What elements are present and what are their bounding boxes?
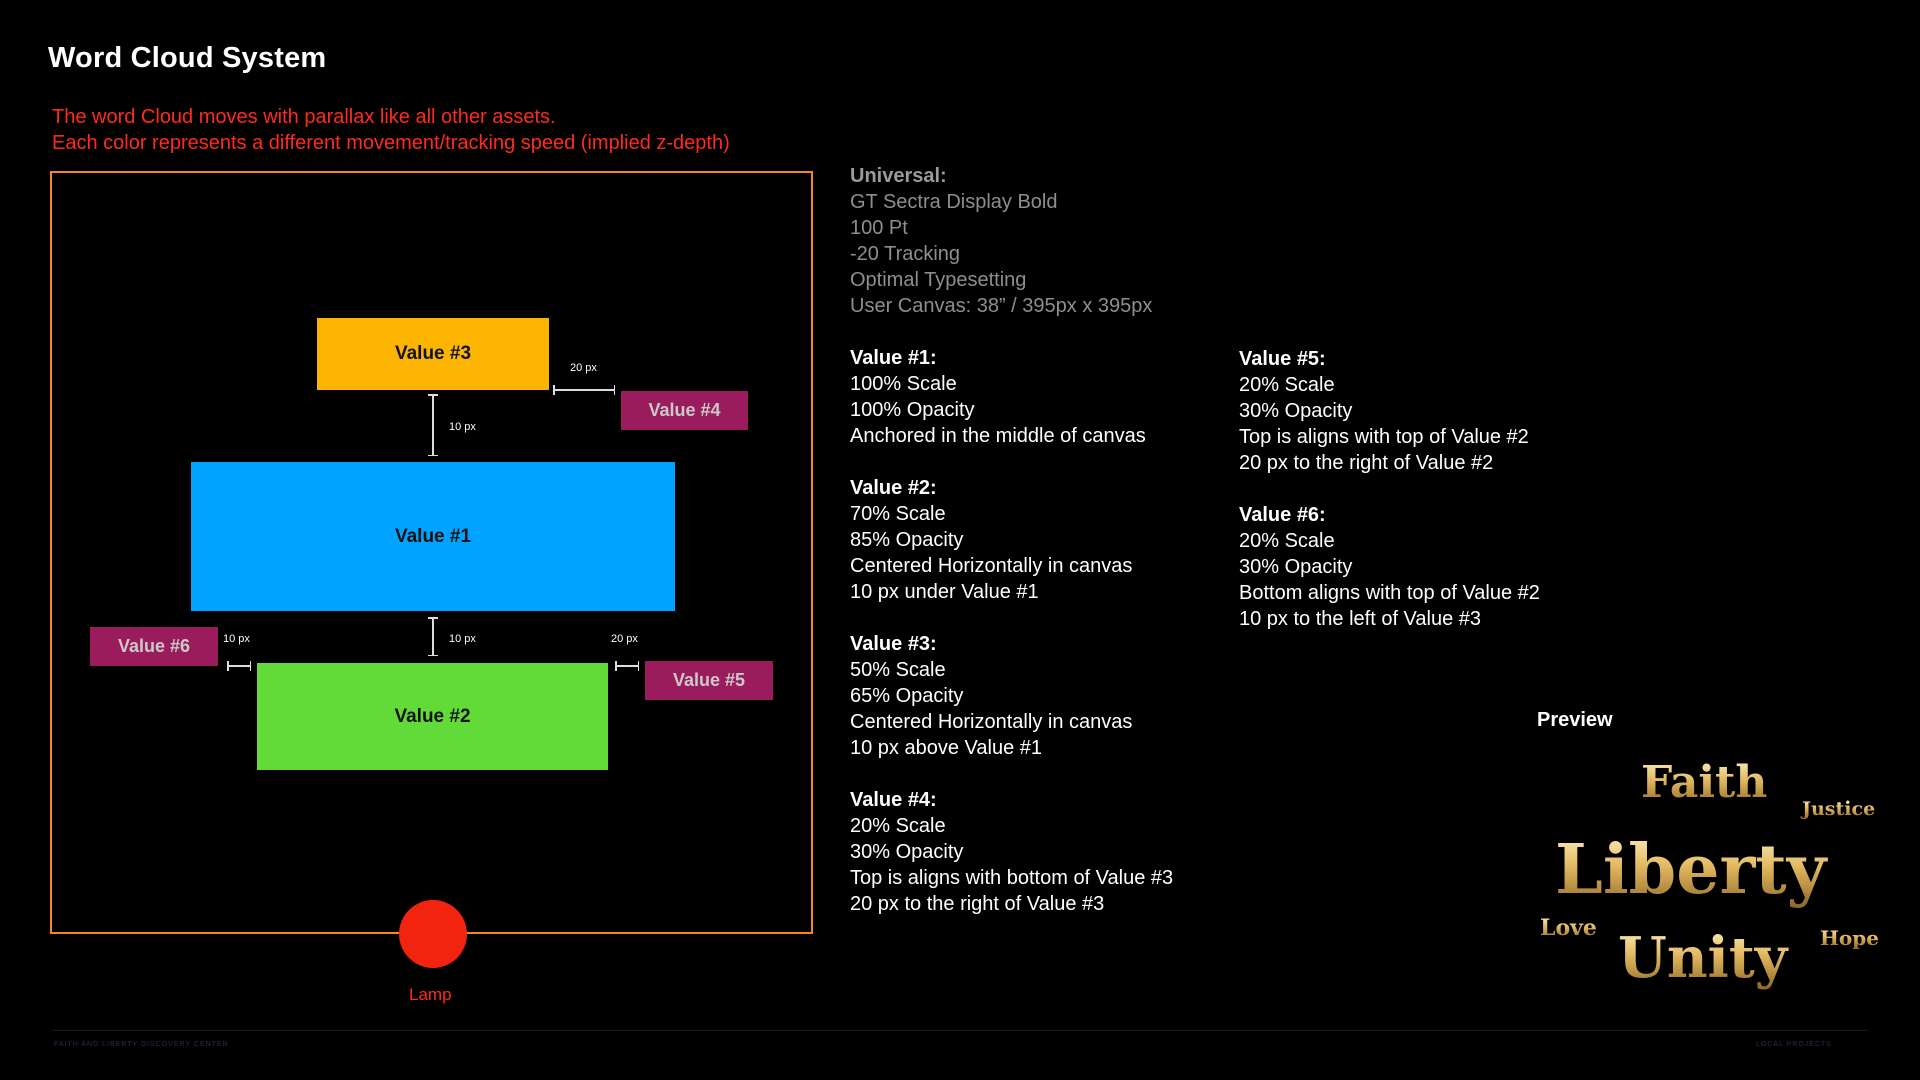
spec-line: 100 Pt <box>850 217 908 239</box>
spec-line: User Canvas: 38” / 395px x 395px <box>850 295 1153 317</box>
lamp-label: Lamp <box>409 985 452 1004</box>
dimension-v3-v4-line <box>553 386 615 394</box>
dimension-v3-v1-line <box>429 394 437 456</box>
spec-line: 20 px to the right of Value #2 <box>1239 452 1494 474</box>
spec-line: 10 px under Value #1 <box>850 581 1039 603</box>
dimension-v2-v5-label: 20 px <box>611 633 638 645</box>
value-6-label: Value #6 <box>117 636 191 656</box>
spec-line: 100% Scale <box>850 373 957 395</box>
spec-line: 100% Opacity <box>850 399 975 421</box>
spec-value-6-heading: Value #6: <box>1239 504 1326 526</box>
value-4-label: Value #4 <box>648 400 721 420</box>
spec-value-1: Value #1: 100% Scale 100% Opacity Anchor… <box>850 345 1146 449</box>
dimension-v1-v2-line <box>429 617 437 656</box>
value-3-box: Value #3 <box>317 318 549 390</box>
spec-line: 10 px above Value #1 <box>850 737 1043 759</box>
spec-line: Top is aligns with top of Value #2 <box>1239 426 1529 448</box>
spec-universal-heading: Universal: <box>850 165 947 187</box>
spec-value-5-heading: Value #5: <box>1239 348 1326 370</box>
value-2-box: Value #2 <box>257 663 608 770</box>
spec-line: 50% Scale <box>850 659 946 681</box>
spec-line: 30% Opacity <box>1239 400 1353 422</box>
value-1-label: Value #1 <box>394 525 472 547</box>
preview-word-justice: Justice <box>1800 798 1875 820</box>
dimension-v1-v2-label: 10 px <box>449 633 476 645</box>
spec-line: 20% Scale <box>1239 374 1335 396</box>
footer-left-text: FAITH AND LIBERTY DISCOVERY CENTER <box>54 1041 229 1048</box>
dimension-v6-v2-label: 10 px <box>223 633 250 645</box>
footer-right-text: LOCAL PROJECTS <box>1756 1041 1832 1048</box>
spec-line: 30% Opacity <box>850 841 964 863</box>
preview-word-faith: Faith <box>1641 757 1767 808</box>
spec-line: 20% Scale <box>850 815 946 837</box>
spec-value-3: Value #3: 50% Scale 65% Opacity Centered… <box>850 631 1132 761</box>
spec-value-4-heading: Value #4: <box>850 789 937 811</box>
spec-line: Anchored in the middle of canvas <box>850 425 1146 447</box>
spec-value-1-heading: Value #1: <box>850 347 937 369</box>
value-6-box: Value #6 <box>90 627 218 666</box>
spec-value-6: Value #6: 20% Scale 30% Opacity Bottom a… <box>1239 502 1540 632</box>
spec-line: GT Sectra Display Bold <box>850 191 1058 213</box>
spec-line: 20 px to the right of Value #3 <box>850 893 1105 915</box>
spec-line: 85% Opacity <box>850 529 964 551</box>
value-5-label: Value #5 <box>672 670 746 690</box>
preview-title: Preview <box>1537 709 1613 731</box>
value-1-box: Value #1 <box>191 462 675 611</box>
spec-value-5: Value #5: 20% Scale 30% Opacity Top is a… <box>1239 346 1529 476</box>
spec-line: 70% Scale <box>850 503 946 525</box>
preview-word-hope: Hope <box>1820 926 1879 950</box>
spec-line: 65% Opacity <box>850 685 964 707</box>
preview-word-love: Love <box>1540 915 1597 941</box>
spec-line: Optimal Typesetting <box>850 269 1027 291</box>
spec-value-2: Value #2: 70% Scale 85% Opacity Centered… <box>850 475 1132 605</box>
value-2-label: Value #2 <box>394 705 471 727</box>
dimension-v3-v1-label: 10 px <box>449 421 476 433</box>
dimension-v2-v5-line <box>615 662 639 670</box>
preview-word-liberty: Liberty <box>1555 830 1829 910</box>
dimension-v3-v4-label: 20 px <box>570 362 597 374</box>
spec-line: Top is aligns with bottom of Value #3 <box>850 867 1174 889</box>
spec-line: 20% Scale <box>1239 530 1335 552</box>
spec-line: Bottom aligns with top of Value #2 <box>1239 582 1540 604</box>
spec-line: Centered Horizontally in canvas <box>850 711 1133 733</box>
spec-value-2-heading: Value #2: <box>850 477 937 499</box>
intro-line-2: Each color represents a different moveme… <box>52 132 730 154</box>
spec-line: 30% Opacity <box>1239 556 1353 578</box>
value-5-box: Value #5 <box>645 661 773 700</box>
preview-word-cloud: Faith Justice Liberty Love Hope Unity <box>1540 757 1879 991</box>
value-3-label: Value #3 <box>394 343 472 364</box>
spec-line: -20 Tracking <box>850 243 961 265</box>
spec-line: 10 px to the left of Value #3 <box>1239 608 1482 630</box>
spec-universal: Universal: GT Sectra Display Bold 100 Pt… <box>850 163 1152 319</box>
preview-word-unity: Unity <box>1618 925 1789 991</box>
dimension-v6-v2-line <box>227 662 251 670</box>
footer-rule <box>52 1030 1868 1031</box>
intro-line-1: The word Cloud moves with parallax like … <box>52 106 556 128</box>
page-title: Word Cloud System <box>48 42 327 74</box>
value-4-box: Value #4 <box>621 391 748 430</box>
spec-line: Centered Horizontally in canvas <box>850 555 1133 577</box>
spec-value-3-heading: Value #3: <box>850 633 937 655</box>
spec-value-4: Value #4: 20% Scale 30% Opacity Top is a… <box>850 787 1173 917</box>
lamp-circle <box>399 900 467 968</box>
